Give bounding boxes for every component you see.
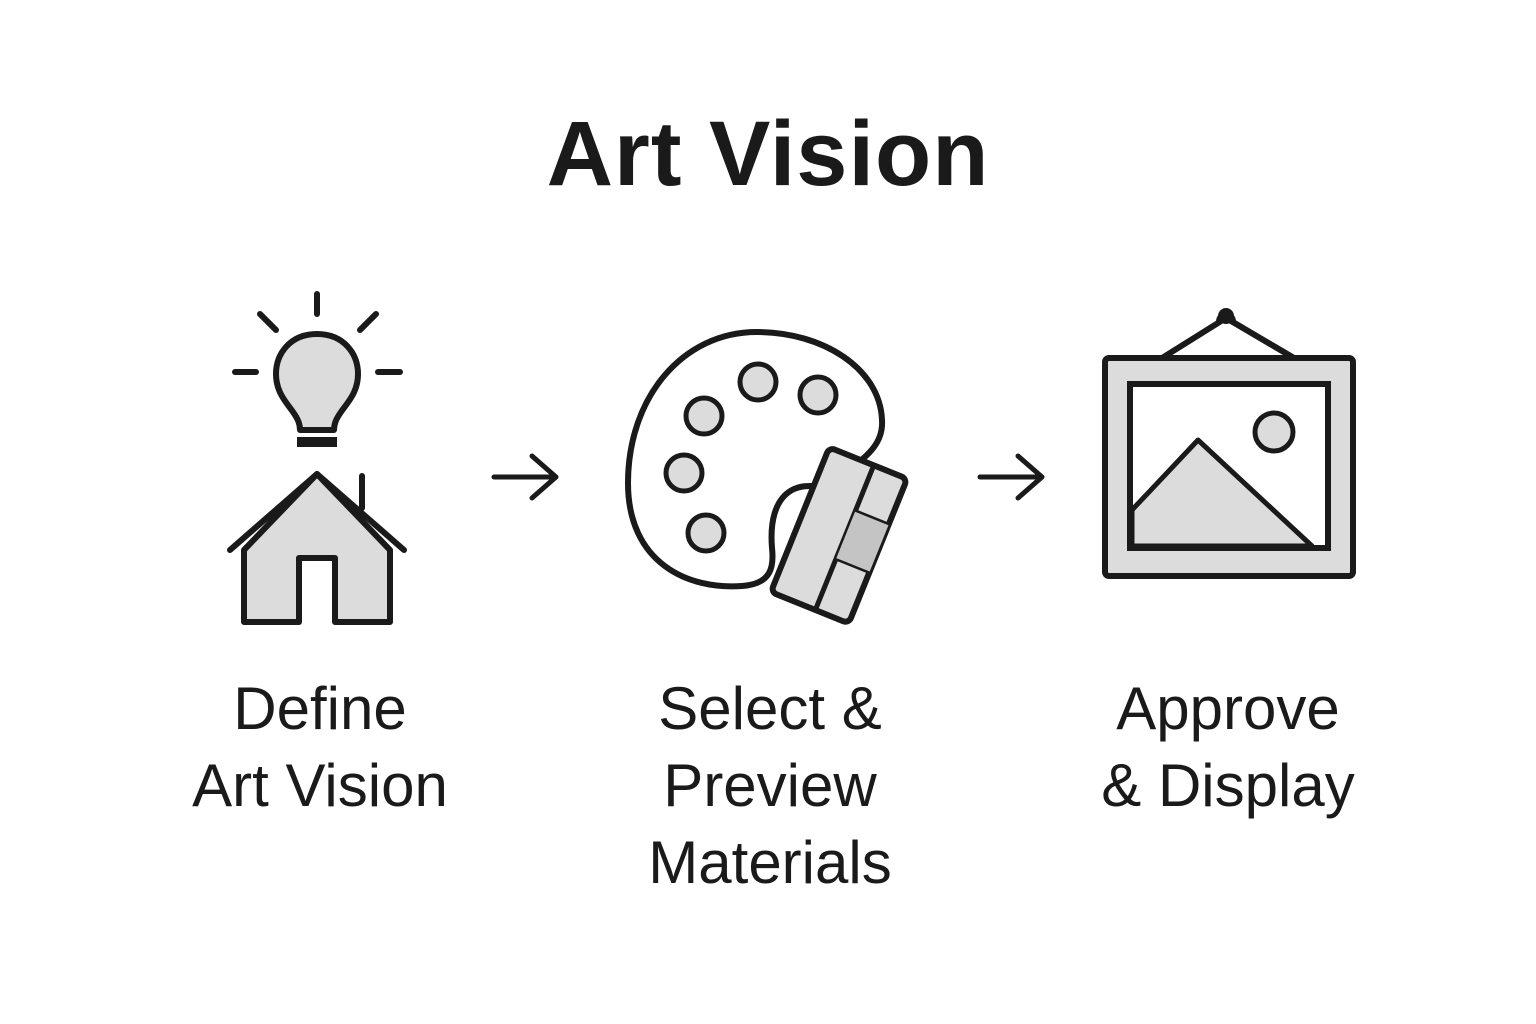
label-line: Art Vision [192,752,448,819]
label-line: Approve [1116,675,1340,742]
page-title: Art Vision [546,103,990,205]
label-line: Define [233,675,407,742]
palette-swatch-icon [622,328,922,628]
arrow-right-icon [976,450,1048,504]
lightbulb-house-icon [220,288,420,628]
label-line: & Display [1101,752,1355,819]
label-line: Materials [648,829,892,896]
step-label-approve: Approve & Display [1048,670,1408,824]
arrow-right-icon [490,450,562,504]
step-label-select: Select & Preview Materials [590,670,950,901]
label-line: Select & [658,675,882,742]
label-line: Preview [663,752,877,819]
framed-picture-icon [1098,300,1362,584]
step-label-define: Define Art Vision [140,670,500,824]
